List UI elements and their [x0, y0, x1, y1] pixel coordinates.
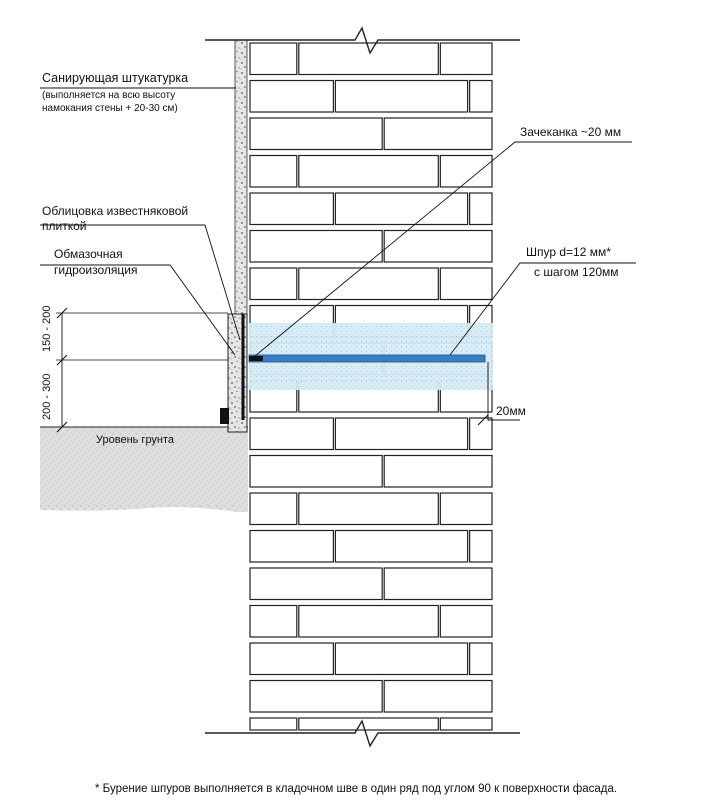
brick: [334, 529, 469, 563]
wall-break-icon-bottom: [205, 719, 520, 748]
brick: [249, 679, 383, 713]
brick: [334, 192, 469, 226]
brick: [439, 717, 493, 731]
brick: [249, 42, 298, 76]
brick: [249, 604, 298, 638]
brick: [249, 417, 335, 451]
dimension-150-200: 150 - 200: [41, 306, 53, 352]
drill-hole-label-line-2: с шагом 120мм: [534, 265, 619, 279]
brick: [469, 529, 493, 563]
brick: [249, 192, 335, 226]
plaster-note-line-1: (выполняется на всю высоту: [42, 90, 175, 101]
brick: [439, 604, 493, 638]
brick: [249, 567, 383, 601]
brick: [439, 42, 493, 76]
brick: [439, 492, 493, 526]
brick: [439, 267, 493, 301]
brick: [249, 117, 383, 151]
brick: [249, 454, 383, 488]
dimension-200-300: 200 - 300: [41, 374, 53, 420]
ground-level-label: Уровень грунта: [96, 434, 175, 446]
brick: [298, 492, 439, 526]
brick: [383, 679, 493, 713]
drill-hole-label-line-1: Шпур d=12 мм*: [526, 245, 611, 259]
brick: [298, 267, 439, 301]
brick: [249, 79, 335, 113]
brick: [249, 492, 298, 526]
injection-zone: [248, 323, 493, 390]
brick: [383, 454, 493, 488]
wall-break-icon-top: [205, 26, 520, 55]
brick: [469, 642, 493, 676]
brick: [249, 267, 298, 301]
plaster-title: Санирующая штукатурка: [42, 71, 188, 85]
dimension-20mm: 20мм: [496, 404, 526, 418]
cladding-label-line-1: Облицовка известняковой: [42, 204, 188, 218]
brick: [334, 417, 469, 451]
injection-tube: [248, 354, 486, 363]
brick: [249, 529, 335, 563]
brick: [334, 79, 469, 113]
cladding-label-line-2: плиткой: [42, 219, 86, 233]
brick: [298, 604, 439, 638]
ground: [40, 426, 248, 512]
coating-label-line-1: Обмазочная: [54, 247, 123, 261]
brick: [383, 567, 493, 601]
brick: [334, 642, 469, 676]
footnote: * Бурение шпуров выполняется в кладочном…: [95, 783, 617, 795]
brick: [383, 229, 493, 263]
brick: [249, 154, 298, 188]
brick: [469, 192, 493, 226]
brick: [298, 154, 439, 188]
brick: [249, 717, 298, 731]
limestone-cladding: [220, 313, 248, 433]
brick: [249, 642, 335, 676]
dimension-lines: [56, 307, 489, 433]
brick: [298, 717, 439, 731]
groove-label: Зачеканка ~20 мм: [520, 125, 621, 139]
coating-label-line-2: гидроизоляция: [54, 263, 137, 277]
brick: [469, 79, 493, 113]
brick: [249, 229, 383, 263]
sanitizing-plaster: [234, 39, 248, 316]
brick: [469, 417, 493, 451]
brick: [383, 117, 493, 151]
leader-lines: [40, 87, 636, 421]
plaster-note-line-2: намокания стены + 20-30 см): [42, 103, 178, 114]
